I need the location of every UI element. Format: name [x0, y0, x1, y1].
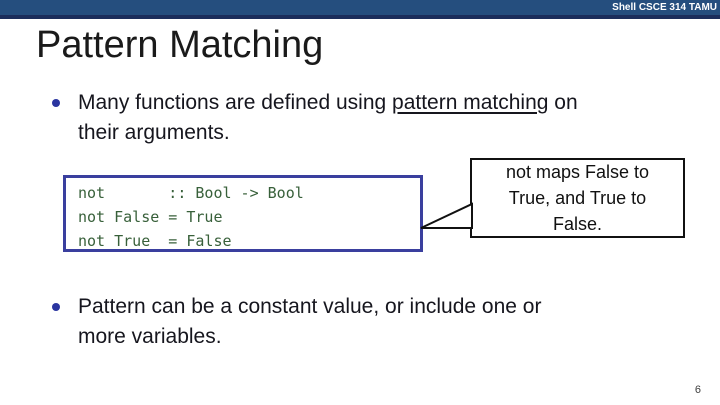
bullet-icon	[52, 303, 60, 311]
course-label: Shell CSCE 314 TAMU	[612, 2, 717, 13]
header-accent-line	[0, 15, 720, 19]
bullet1-line1-pre: Many functions are defined using	[78, 91, 393, 114]
page-number: 6	[694, 384, 701, 396]
code-box: not :: Bool -> Bool not False = True not…	[63, 175, 423, 252]
bullet2-line2: more variables.	[78, 325, 222, 348]
page-title: Pattern Matching	[36, 24, 324, 66]
callout-line: True, and True to	[508, 188, 647, 208]
slide-header-bar: Shell CSCE 314 TAMU	[0, 0, 720, 15]
haskell-code: not :: Bool -> Bool not False = True not…	[78, 184, 304, 250]
bullet1-line1-post: on	[548, 91, 578, 114]
callout-tail-pointer	[420, 202, 473, 229]
bullet1-underlined-term: pattern matching	[392, 91, 549, 114]
bullet1-line2: their arguments.	[78, 121, 230, 144]
bullet-item-pattern-constant: Pattern can be a constant value, or incl…	[52, 292, 541, 352]
bullet-item-pattern-matching: Many functions are defined using pattern…	[52, 88, 578, 148]
bullet-text: Pattern can be a constant value, or incl…	[78, 292, 541, 352]
callout-bubble: not maps False to True, and True to Fals…	[470, 158, 685, 238]
callout-line: False.	[552, 214, 603, 234]
callout-line: not maps False to	[505, 162, 650, 182]
bullet-icon	[52, 99, 60, 107]
bullet-text: Many functions are defined using pattern…	[78, 88, 578, 148]
bullet2-line1: Pattern can be a constant value, or incl…	[78, 295, 542, 318]
